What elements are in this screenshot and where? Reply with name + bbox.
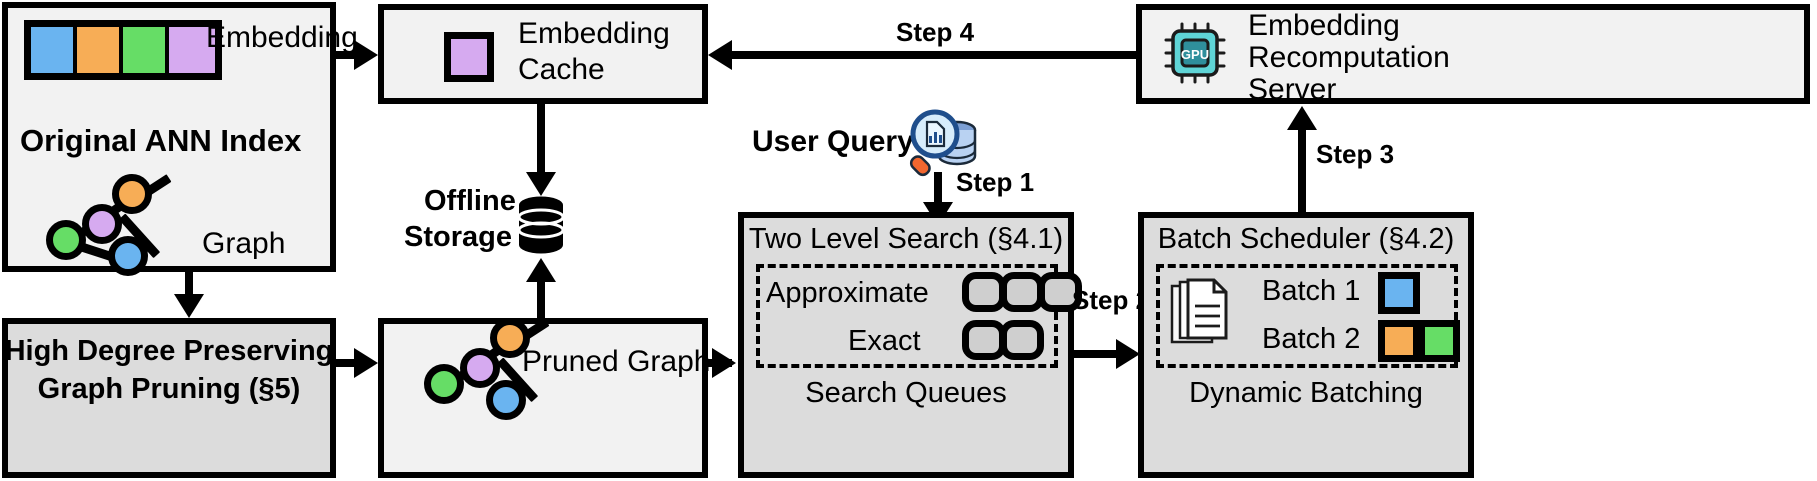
exact-queue-slot[interactable]	[1000, 320, 1044, 360]
graph-node-purple	[460, 348, 500, 388]
dynamic-batching-footer: Dynamic Batching	[1189, 377, 1423, 409]
recomputation-server-line3: Server	[1248, 73, 1337, 106]
arrow-cache-to-storage-line	[537, 104, 545, 176]
graph-node-green	[424, 364, 464, 404]
batch-scheduler-title: Batch Scheduler (§4.2)	[1157, 223, 1455, 255]
arrow-pruned-to-storage-line	[537, 282, 545, 320]
step3-label: Step 3	[1316, 139, 1395, 169]
embedding-cache-title-line2: Cache	[518, 53, 605, 86]
ann-index-title: Original ANN Index	[20, 123, 302, 158]
arrow-ann-to-cache-head	[354, 40, 378, 70]
arrow-cache-to-storage-head	[526, 172, 556, 196]
graph-pruning-box	[2, 318, 336, 478]
embedding-cell-green	[123, 27, 169, 73]
arrow-ann-to-pruning-line	[185, 272, 193, 298]
arrow-pruning-to-pruned-head	[354, 348, 378, 378]
step2-label: Step 2	[1072, 285, 1151, 315]
svg-text:GPU: GPU	[1181, 47, 1209, 62]
embedding-cache-title-line1: Embedding	[518, 17, 670, 50]
arrow-step2-line	[1074, 350, 1134, 358]
step4-label: Step 4	[896, 17, 975, 47]
embedding-label: Embedding	[206, 21, 358, 54]
embedding-cell-blue	[31, 27, 77, 73]
batch-2-color-orange	[1378, 320, 1420, 362]
graph-pruning-title-line2: Graph Pruning (§5)	[37, 373, 301, 405]
exact-row-label: Exact	[848, 325, 921, 357]
arrow-step4-line	[730, 51, 1138, 59]
pruned-graph-label: Pruned Graph	[522, 345, 711, 378]
step1-label: Step 1	[956, 167, 1035, 197]
arrow-step1-line	[934, 172, 942, 208]
embedding-strip	[24, 20, 222, 80]
arrow-pruned-to-storage-head	[526, 258, 556, 282]
graph-node-orange	[490, 318, 530, 358]
arrow-step3-line	[1298, 128, 1306, 212]
graph-node-blue	[108, 236, 148, 276]
batch-1-label: Batch 1	[1262, 275, 1361, 307]
pruned-graph-box	[378, 318, 708, 478]
graph-label: Graph	[202, 227, 286, 260]
approximate-queue-slot[interactable]	[1038, 272, 1082, 312]
recomputation-server-line1: Embedding	[1248, 9, 1400, 42]
offline-storage-label-line2: Storage	[404, 221, 512, 253]
recomputation-server-line2: Recomputation	[1248, 41, 1450, 74]
gpu-chip-icon: GPU	[1164, 22, 1226, 84]
batch-2-label: Batch 2	[1262, 323, 1361, 355]
documents-icon	[1170, 278, 1228, 344]
offline-storage-label-line1: Offline	[424, 185, 516, 217]
embedding-cell-orange	[77, 27, 123, 73]
dynamic-batching-dashed-region	[1156, 264, 1458, 368]
arrow-ann-to-cache-line	[336, 51, 360, 59]
graph-node-purple	[82, 204, 122, 244]
user-query-label: User Query	[752, 125, 914, 158]
recomputation-server-box	[1136, 4, 1810, 104]
embedding-cache-box	[378, 4, 708, 104]
data-search-icon	[909, 109, 977, 177]
graph-node-green	[46, 220, 86, 260]
arrow-step4-head	[708, 40, 732, 70]
batch-1-color-blue	[1378, 272, 1420, 314]
approximate-row-label: Approximate	[766, 277, 929, 309]
graph-node-blue	[486, 380, 526, 420]
arrow-pruned-to-search-head	[712, 348, 736, 378]
database-cylinder-icon	[518, 196, 564, 254]
embedding-cell-purple	[169, 27, 215, 73]
arrow-pruning-to-pruned-line	[336, 359, 360, 367]
two-level-search-title: Two Level Search (§4.1)	[748, 223, 1064, 255]
arrow-ann-to-pruning-head	[174, 294, 204, 318]
search-queues-footer: Search Queues	[805, 377, 1007, 409]
search-queues-dashed-region	[756, 264, 1058, 368]
arrow-step2-head	[1116, 339, 1140, 369]
arrow-step3-head	[1287, 106, 1317, 130]
purple-square-icon	[444, 32, 494, 82]
batch-2-color-green	[1418, 320, 1460, 362]
graph-pruning-title-line1: High Degree Preserving	[4, 335, 334, 367]
graph-node-orange	[112, 174, 152, 214]
